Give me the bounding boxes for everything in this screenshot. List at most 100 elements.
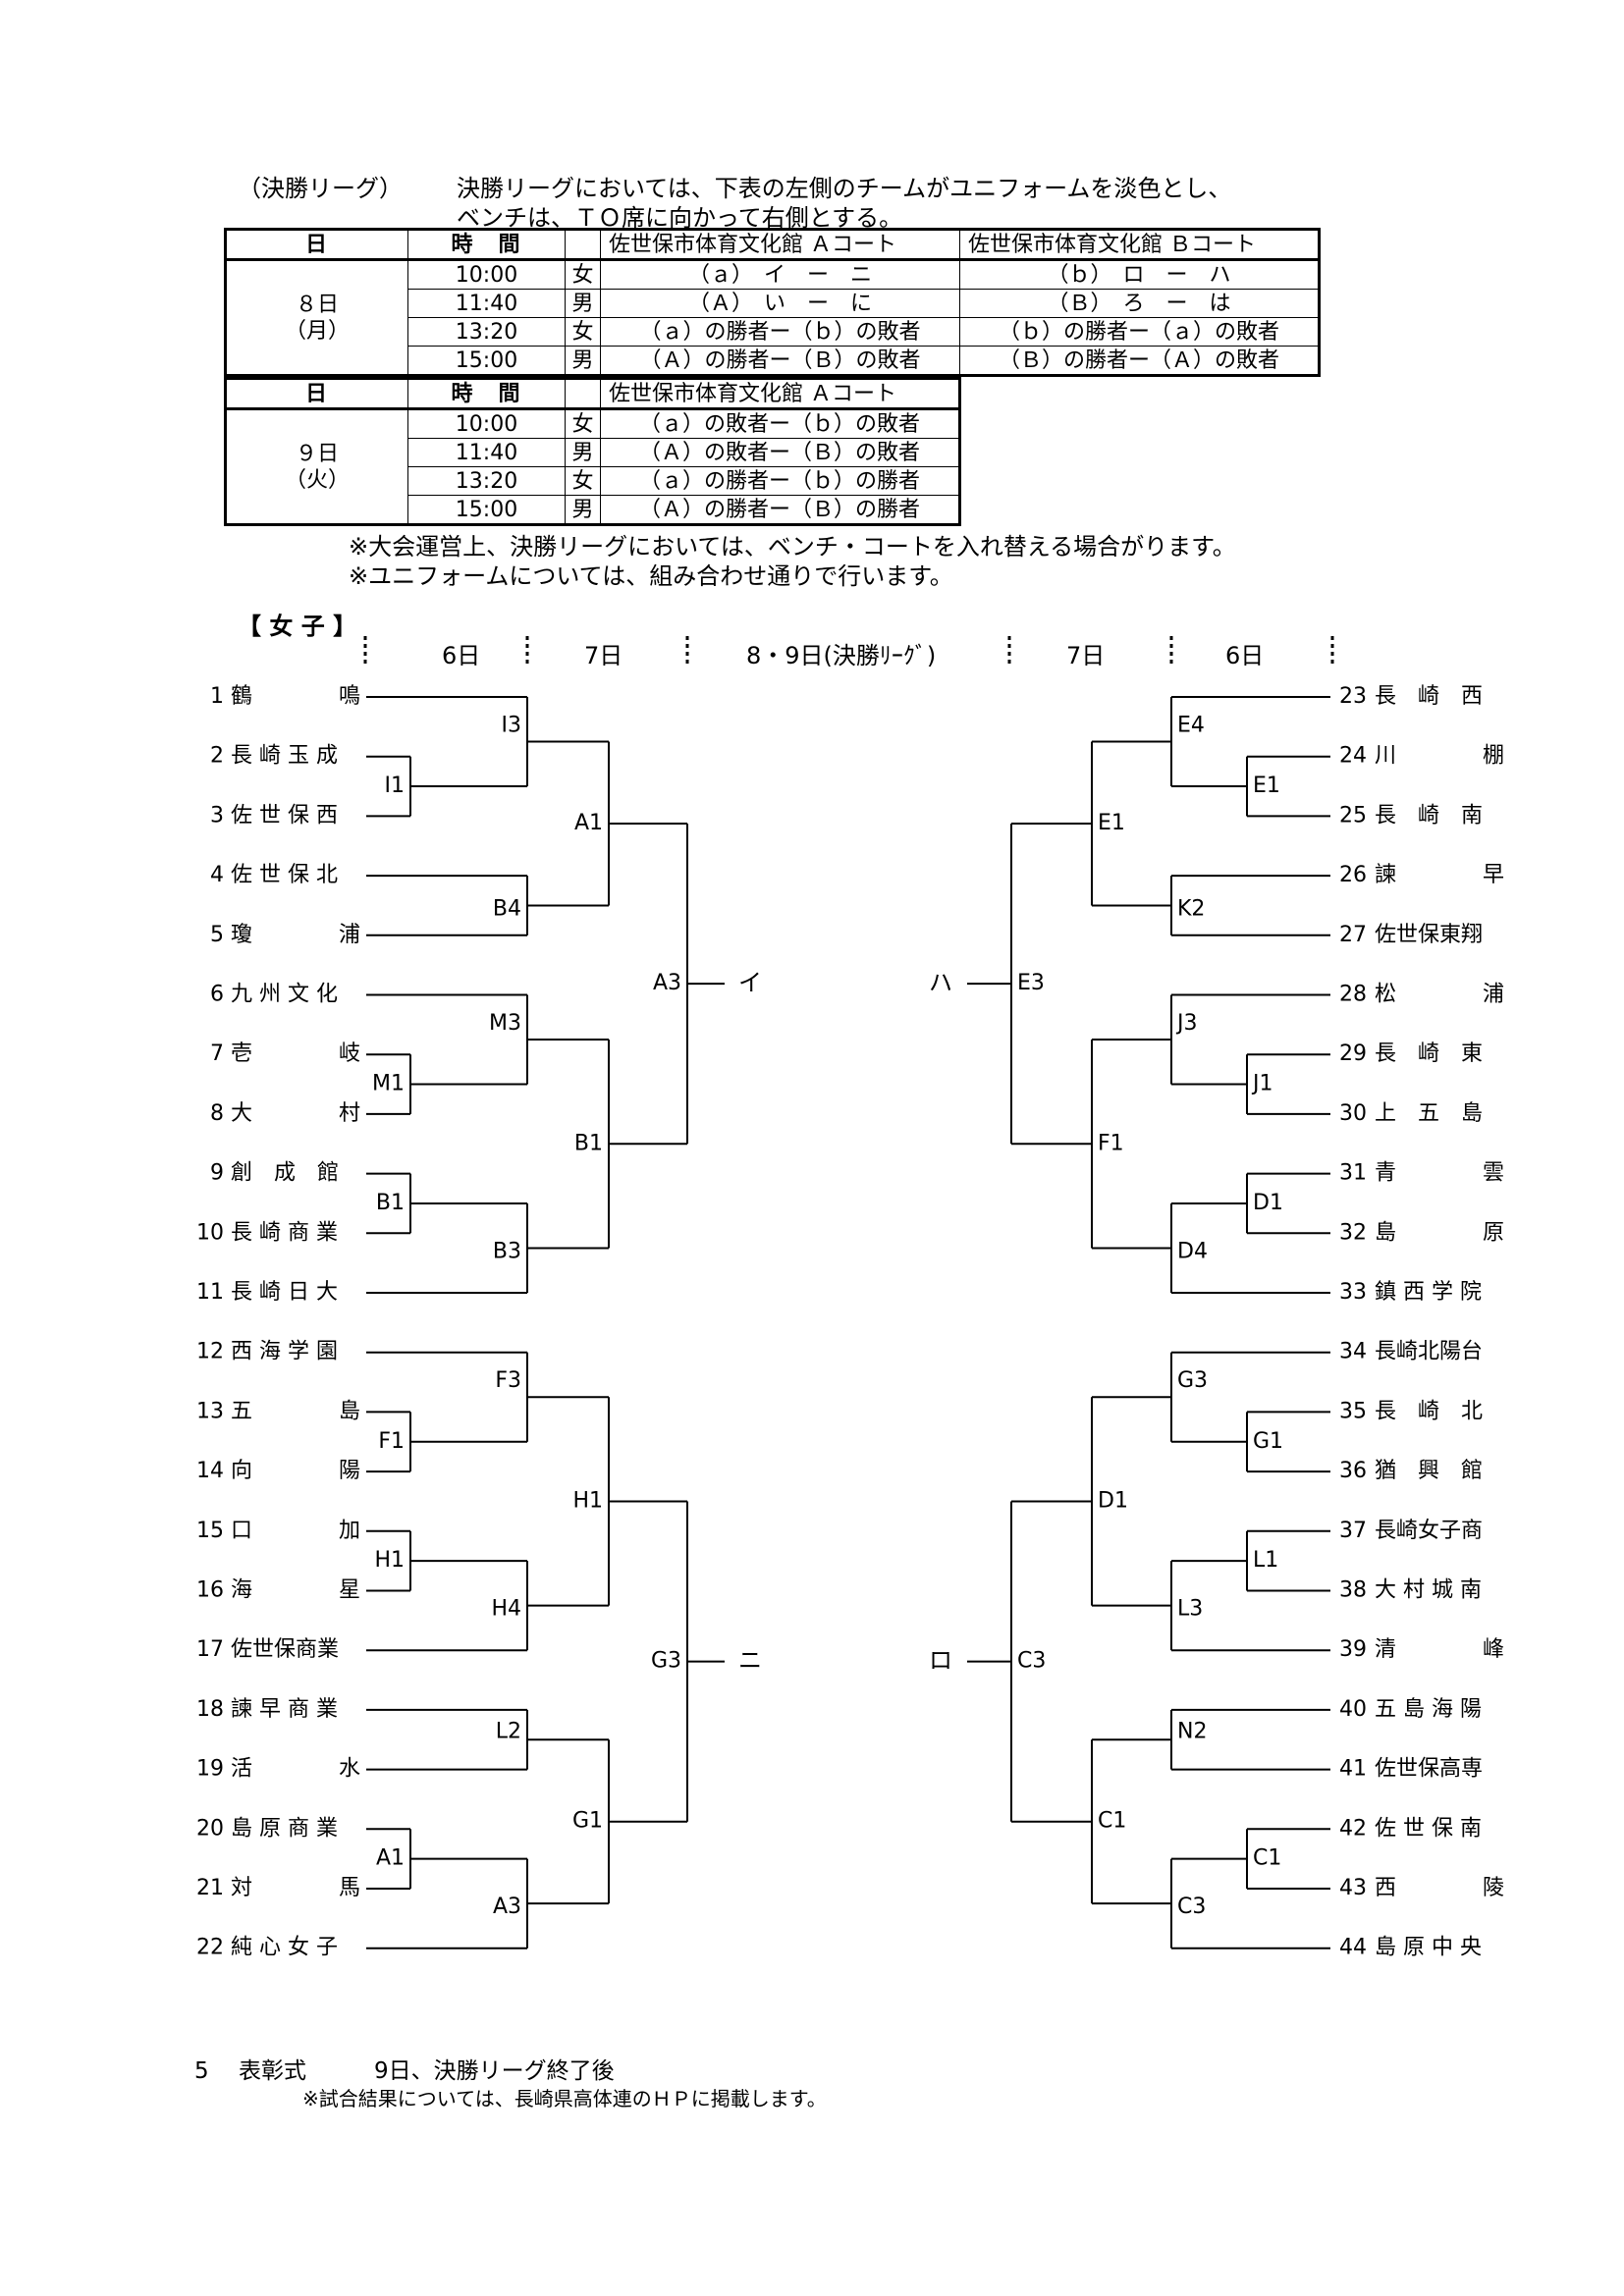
team-name-left: 瓊 浦 <box>231 923 360 947</box>
team-name-right: 上 五 島 <box>1375 1101 1483 1126</box>
team-number-right: 41 <box>1339 1757 1367 1782</box>
team-name-left: 純 心 女 子 <box>231 1936 338 1960</box>
team-number-right: 32 <box>1339 1220 1367 1245</box>
match-label: H1 <box>374 1548 405 1573</box>
team-number-left: 7 <box>210 1041 224 1066</box>
final-slot-ro: ロ <box>929 1647 952 1675</box>
team-name-left: 口 加 <box>231 1519 360 1543</box>
team-number-left: 5 <box>210 923 224 947</box>
team-number-left: 20 <box>196 1816 224 1841</box>
team-name-left: 五 島 <box>231 1399 360 1423</box>
team-name-right: 長 崎 南 <box>1375 803 1483 828</box>
team-name-right: 猶 興 館 <box>1375 1459 1483 1483</box>
match-label: B4 <box>493 896 521 921</box>
final-slot-ni: ニ <box>738 1647 762 1675</box>
match-label: M1 <box>372 1072 405 1096</box>
team-name-left: 大 村 <box>231 1101 360 1126</box>
team-name-left: 佐 世 保 北 <box>231 863 338 887</box>
stage-label-right-2: 7日 <box>1066 642 1106 669</box>
match-label: J1 <box>1251 1072 1273 1096</box>
team-name-right: 長 崎 北 <box>1375 1399 1483 1423</box>
team-number-left: 1 <box>210 684 224 709</box>
team-name-left: 佐 世 保 西 <box>231 803 338 828</box>
team-name-left: 海 星 <box>231 1578 360 1603</box>
team-name-left: 向 陽 <box>231 1459 360 1483</box>
team-number-left: 10 <box>196 1220 224 1245</box>
team-number-left: 15 <box>196 1519 224 1543</box>
team-number-right: 26 <box>1339 863 1367 887</box>
team-number-right: 39 <box>1339 1637 1367 1662</box>
bracket-title: 【 女 子 】 <box>238 613 357 640</box>
team-name-right: 青 雲 <box>1375 1161 1504 1186</box>
team-number-left: 13 <box>196 1399 224 1423</box>
match-label: L1 <box>1253 1548 1278 1573</box>
team-number-right: 38 <box>1339 1578 1367 1603</box>
note-1: ※大会運営上、決勝リーグにおいては、ベンチ・コートを入れ替える場合がります。 <box>349 533 1236 561</box>
match-label: E1 <box>1098 811 1125 835</box>
team-number-right: 31 <box>1339 1161 1367 1186</box>
footer-ceremony: 5 表彰式 9日、決勝リーグ終了後 <box>194 2058 615 2084</box>
team-number-right: 29 <box>1339 1041 1367 1066</box>
schedule-table-day1: 日 時 間 佐世保市体育文化館 Ａコート 佐世保市体育文化館 Ｂコート ８日 （… <box>224 228 1321 377</box>
note-2: ※ユニフォームについては、組み合わせ通りで行います。 <box>349 562 953 590</box>
match-label: J3 <box>1175 1011 1198 1036</box>
team-name-right: 長 崎 西 <box>1375 684 1483 709</box>
footer-note: ※試合結果については、長崎県高体連のＨＰに掲載します。 <box>302 2087 827 2110</box>
match-label: L3 <box>1177 1597 1203 1622</box>
team-number-left: 22 <box>196 1936 224 1960</box>
match-label: E4 <box>1177 714 1205 738</box>
match-label: D1 <box>1098 1488 1128 1513</box>
match-label: G1 <box>1253 1429 1283 1454</box>
team-name-left: 対 馬 <box>231 1876 360 1900</box>
match-label: I3 <box>502 714 522 738</box>
team-name-left: 九 州 文 化 <box>231 983 338 1007</box>
match-label: C1 <box>1098 1809 1126 1834</box>
team-number-right: 24 <box>1339 744 1367 769</box>
match-label: L2 <box>496 1719 521 1743</box>
stage-label-left-1: 6日 <box>442 642 481 669</box>
match-label: B1 <box>376 1191 405 1215</box>
court-b-header: 佐世保市体育文化館 Ｂコート <box>959 229 1320 260</box>
stage-label-final: 8・9日(決勝ﾘｰｸﾞ) <box>746 642 937 669</box>
team-name-left: 鶴 鳴 <box>231 684 360 709</box>
intro-line1: 決勝リーグにおいては、下表の左側のチームがユニフォームを淡色とし、 <box>457 175 1232 202</box>
team-name-right: 西 陵 <box>1375 1876 1504 1900</box>
match-label: D1 <box>1253 1191 1283 1215</box>
match-label: F1 <box>378 1429 405 1454</box>
schedule-table-day2: 日 時 間 佐世保市体育文化館 Ａコート ９日 （火） 10:00 女 （ａ）の… <box>224 377 961 526</box>
team-number-right: 33 <box>1339 1280 1367 1305</box>
team-name-right: 五 島 海 陽 <box>1375 1697 1482 1722</box>
match-label: N2 <box>1177 1719 1207 1743</box>
team-name-right: 島 原 <box>1375 1220 1504 1245</box>
team-number-right: 30 <box>1339 1101 1367 1126</box>
team-number-left: 14 <box>196 1459 224 1483</box>
team-name-left: 壱 岐 <box>231 1041 360 1066</box>
team-name-right: 佐 世 保 南 <box>1375 1816 1482 1841</box>
team-name-left: 創 成 館 <box>231 1161 339 1186</box>
match-label: E1 <box>1253 774 1280 798</box>
match-label: F3 <box>495 1368 521 1393</box>
match-label: B1 <box>574 1131 603 1155</box>
team-number-right: 23 <box>1339 684 1367 709</box>
team-name-right: 川 棚 <box>1375 744 1504 769</box>
team-number-left: 3 <box>210 803 224 828</box>
match-label: C3 <box>1017 1649 1046 1674</box>
match-label: H4 <box>491 1597 521 1622</box>
team-number-left: 11 <box>196 1280 224 1305</box>
team-number-left: 8 <box>210 1101 224 1126</box>
team-name-right: 鎮 西 学 院 <box>1375 1280 1482 1305</box>
match-label: G3 <box>1177 1368 1208 1393</box>
team-number-left: 9 <box>210 1161 224 1186</box>
team-number-right: 35 <box>1339 1399 1367 1423</box>
team-number-right: 37 <box>1339 1519 1367 1543</box>
team-number-right: 36 <box>1339 1459 1367 1483</box>
team-name-right: 佐世保東翔 <box>1375 923 1483 947</box>
team-name-left: 諫 早 商 業 <box>231 1697 338 1722</box>
team-name-right: 諫 早 <box>1375 863 1504 887</box>
match-label: A3 <box>653 971 681 995</box>
match-label: H1 <box>572 1488 603 1513</box>
intro-line2: ベンチは、ＴＯ席に向かって右側とする。 <box>457 204 903 232</box>
team-number-right: 34 <box>1339 1340 1367 1364</box>
match-label: K2 <box>1177 896 1205 921</box>
